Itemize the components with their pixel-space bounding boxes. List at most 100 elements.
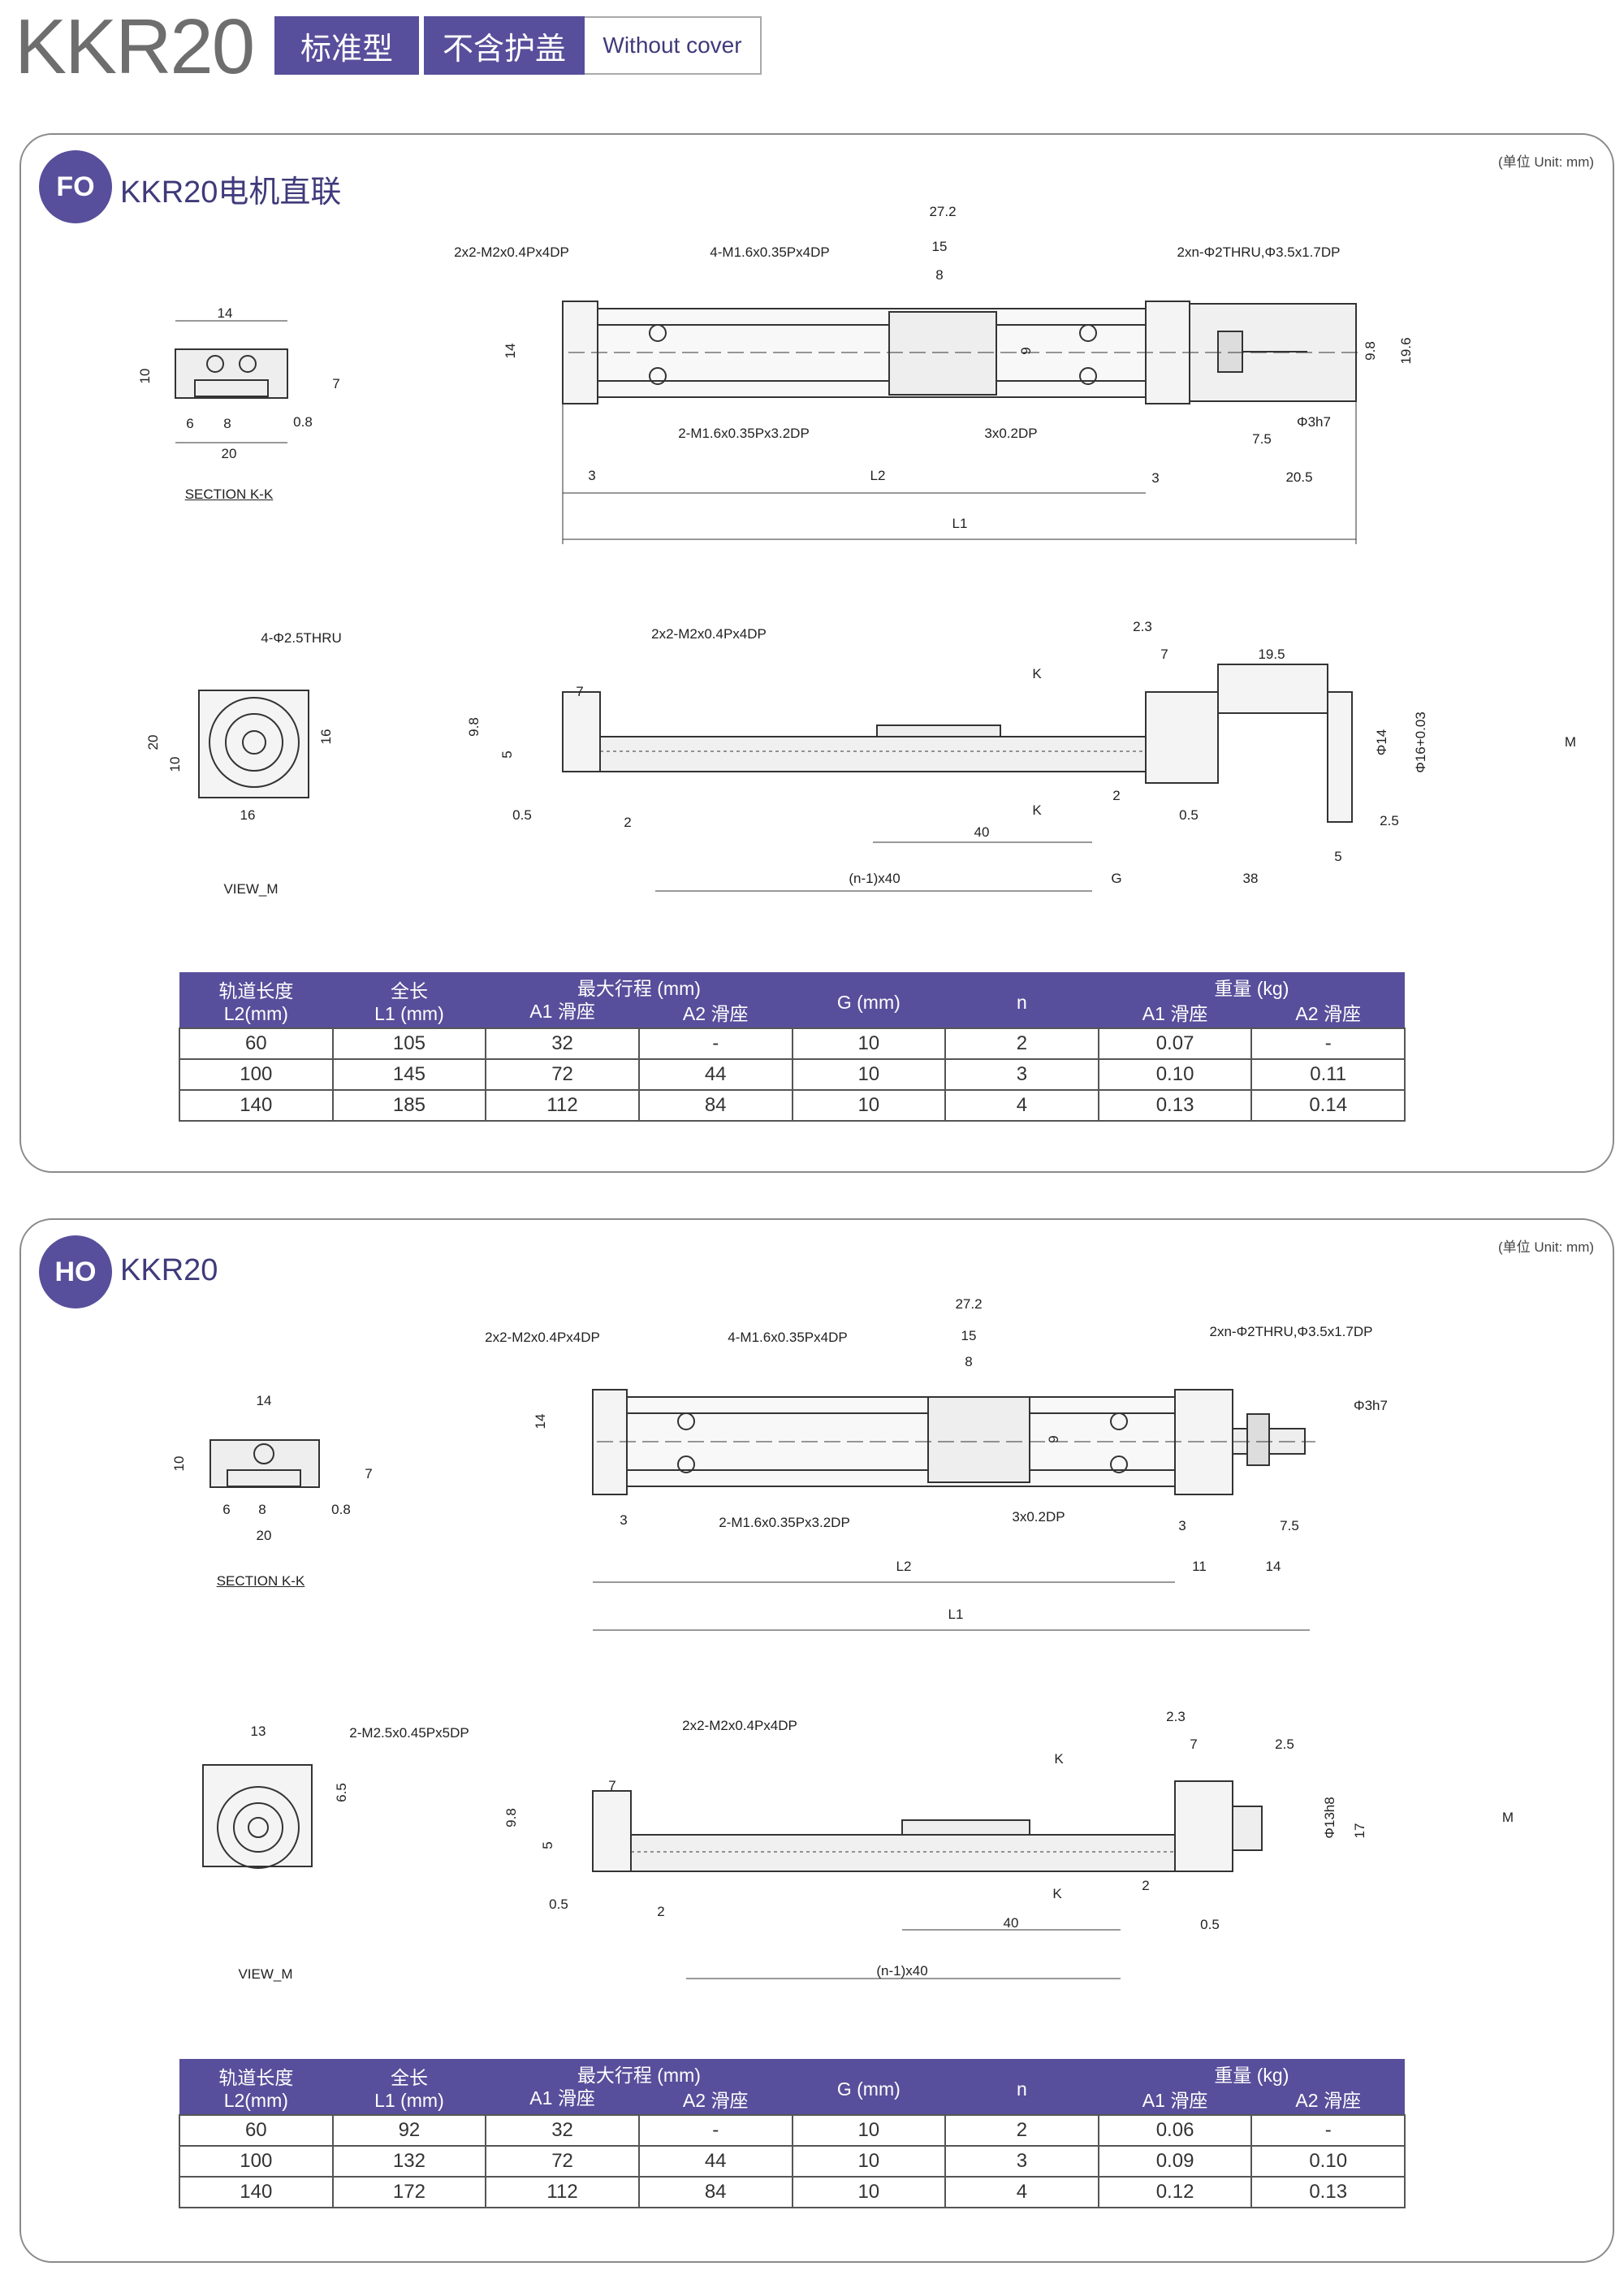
dim-label: 6 — [186, 416, 194, 431]
dim-label: 9 — [1018, 347, 1034, 355]
dim-label: 8 — [258, 1502, 266, 1517]
table-cell: 10 — [791, 2176, 947, 2208]
col-weight-a2: A2 滑座 — [1251, 2087, 1405, 2115]
dim-label: 4-Φ2.5THRU — [261, 630, 342, 646]
dim-label: 14 — [217, 305, 233, 321]
col-n: n — [945, 972, 1099, 1028]
dim-label: L1 — [952, 516, 968, 531]
view-arrow-m: M — [1501, 1810, 1514, 1825]
dim-label: 2x2-M2x0.4Px4DP — [682, 1718, 797, 1733]
col-weight-a1: A1 滑座 — [1098, 1000, 1252, 1028]
dim-label: Φ3h7 — [1297, 414, 1331, 430]
col-weight: 重量 (kg) — [1098, 2059, 1405, 2087]
table-cell: 112 — [485, 2176, 640, 2208]
col-weight: 重量 (kg) — [1098, 972, 1405, 1000]
table-cell: 44 — [637, 2145, 793, 2178]
table-cell: 72 — [485, 2145, 640, 2178]
ho-title: KKR20 — [120, 1253, 218, 1287]
section-marker: K — [1032, 666, 1042, 681]
dim-label: 16 — [240, 807, 256, 823]
table-cell: 140 — [179, 1089, 334, 1122]
dim-label: 5 — [1334, 849, 1342, 864]
dim-label: 9.8 — [1363, 341, 1378, 361]
dim-label: 2x2-M2x0.4Px4DP — [485, 1330, 600, 1345]
dim-label: 8 — [935, 267, 944, 283]
dim-label: 3 — [1178, 1518, 1186, 1533]
model-title: KKR20 — [15, 3, 255, 90]
dim-label: 7 — [332, 376, 340, 391]
dim-label: 0.8 — [293, 414, 313, 430]
table-cell: 0.06 — [1097, 2114, 1253, 2147]
table-cell: 0.13 — [1097, 1089, 1253, 1122]
col-weight-a1: A1 滑座 — [1098, 2087, 1252, 2115]
dim-label: 15 — [961, 1328, 977, 1343]
dim-label: 2 — [1112, 788, 1121, 803]
view-label: VIEW_M — [223, 881, 279, 897]
ho-top-view-drawing — [592, 1389, 1315, 1631]
col-stroke-a1: A1 滑座 — [486, 2087, 639, 2115]
dim-label: 9 — [1046, 1435, 1061, 1443]
dim-label: 8 — [223, 416, 231, 431]
table-cell: 72 — [485, 1058, 640, 1091]
dim-label: 3x0.2DP — [984, 426, 1038, 441]
dim-label: 20 — [145, 734, 161, 750]
dim-label: 2.3 — [1166, 1709, 1186, 1724]
dim-label: 2.3 — [1133, 619, 1152, 634]
dim-label: (n-1)x40 — [849, 871, 901, 886]
dim-label: 20.5 — [1285, 469, 1313, 485]
table-cell: 32 — [485, 1027, 640, 1060]
col-stroke-a1: A1 滑座 — [486, 1000, 639, 1028]
view-label: VIEW_M — [238, 1966, 293, 1982]
fo-panel — [19, 133, 1614, 1173]
table-cell: 10 — [791, 1058, 947, 1091]
table-cell: 0.10 — [1250, 2145, 1406, 2178]
view-arrow-m: M — [1564, 734, 1577, 750]
dim-label: 3 — [1151, 470, 1160, 486]
dim-label: 0.5 — [1179, 807, 1199, 823]
dim-label: 2-M2.5x0.45Px5DP — [349, 1725, 469, 1741]
section-label: SECTION K-K — [184, 487, 274, 502]
tag-no-cover: 不含护盖 — [424, 16, 585, 75]
table-cell: 145 — [331, 1058, 487, 1091]
dim-label: 9.8 — [503, 1808, 519, 1827]
dim-label: 9.8 — [466, 717, 482, 737]
dim-label: 17 — [1352, 1823, 1367, 1839]
section-label: SECTION K-K — [216, 1573, 305, 1589]
dim-label: 14 — [503, 343, 518, 359]
dim-label: 2 — [1142, 1878, 1150, 1893]
fo-title: KKR20电机直联 — [120, 175, 342, 210]
table-cell: 172 — [331, 2176, 487, 2208]
table-cell: 10 — [791, 1027, 947, 1060]
table-cell: 84 — [637, 1089, 793, 1122]
col-max-stroke: 最大行程 (mm) — [486, 2059, 793, 2087]
dim-label: 2-M1.6x0.35Px3.2DP — [678, 426, 810, 441]
dim-label: 6.5 — [334, 1783, 349, 1802]
table-cell: 4 — [944, 1089, 1099, 1122]
dim-label: 2x2-M2x0.4Px4DP — [651, 626, 767, 642]
dim-label: 0.5 — [549, 1897, 568, 1912]
table-cell: - — [1250, 2114, 1406, 2147]
dim-label: 40 — [1003, 1915, 1019, 1931]
dim-label: 14 — [1265, 1559, 1281, 1574]
dim-label: 4-M1.6x0.35Px4DP — [728, 1330, 848, 1345]
dim-label: 2x2-M2x0.4Px4DP — [454, 244, 569, 260]
table-cell: 140 — [179, 2176, 334, 2208]
table-cell: 3 — [944, 1058, 1099, 1091]
dim-label: 2-M1.6x0.35Px3.2DP — [719, 1515, 850, 1530]
fo-side-view-drawing — [562, 664, 1353, 892]
col-weight-a2: A2 滑座 — [1251, 1000, 1405, 1028]
dim-label: 20 — [221, 446, 237, 461]
col-g: G (mm) — [792, 972, 946, 1028]
dim-label: 7 — [576, 684, 584, 699]
dim-label: 2.5 — [1275, 1737, 1294, 1752]
table-cell: 60 — [179, 1027, 334, 1060]
dim-label: 27.2 — [929, 204, 957, 219]
dim-label: 2.5 — [1380, 813, 1399, 828]
dim-label: 20 — [256, 1528, 272, 1543]
table-cell: 0.09 — [1097, 2145, 1253, 2178]
